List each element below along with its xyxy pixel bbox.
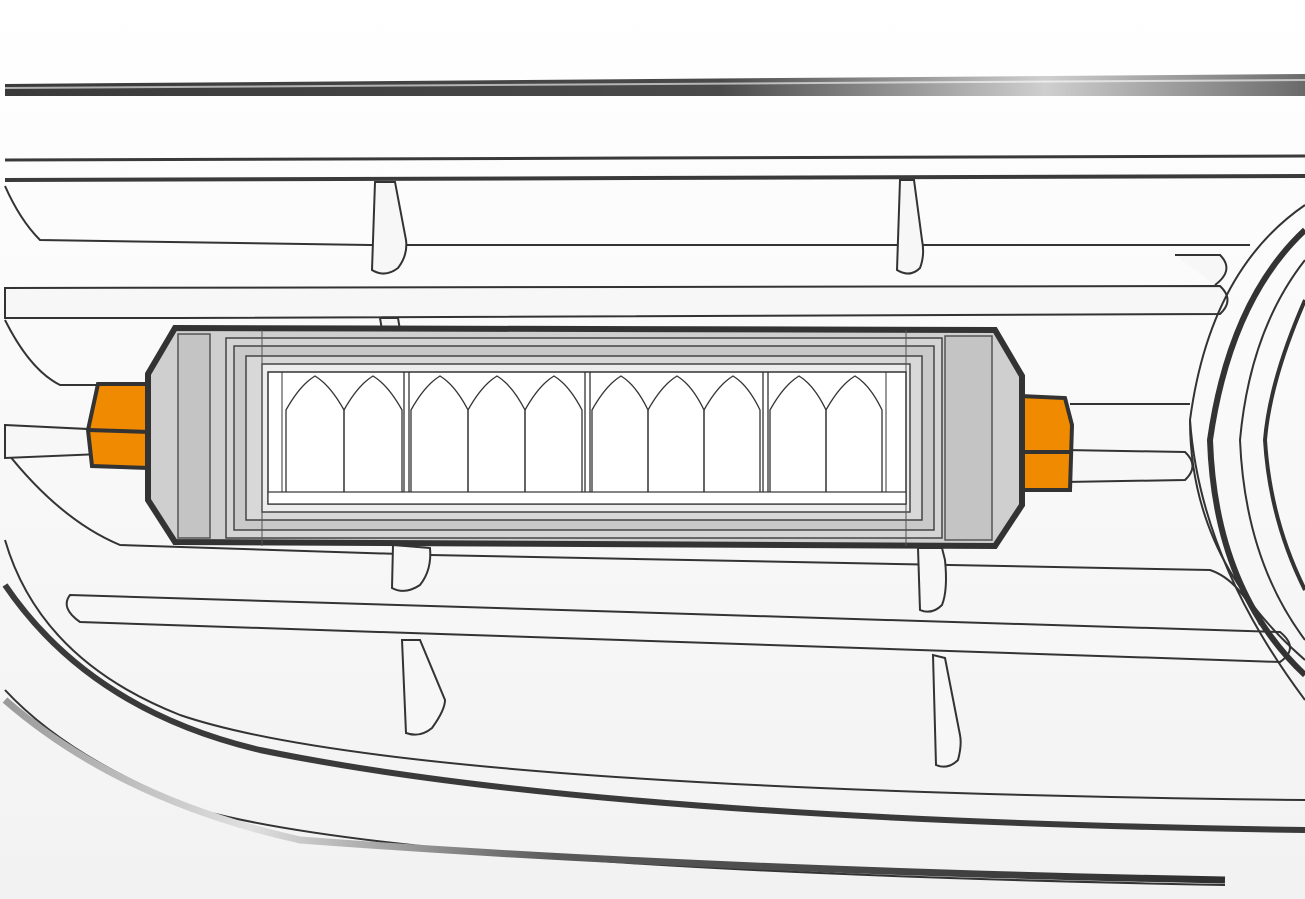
grille-bar xyxy=(65,593,1291,664)
fin xyxy=(370,181,408,275)
grille-bar xyxy=(1175,254,1228,286)
left-mounting-bracket xyxy=(85,382,152,471)
led-reflector-cells xyxy=(285,375,883,492)
led-module-dividers xyxy=(403,372,769,492)
reflector-cell xyxy=(591,375,649,492)
fin xyxy=(390,543,432,592)
reflector-cell xyxy=(825,375,883,492)
grille-bar xyxy=(1064,448,1194,484)
fin xyxy=(916,547,947,613)
grille-bar xyxy=(4,284,1229,319)
headlight-rings xyxy=(1188,204,1305,701)
right-mounting-bracket xyxy=(1018,393,1075,492)
reflector-cell xyxy=(467,375,526,492)
light-bar-lens xyxy=(267,371,907,505)
reflector-cell xyxy=(703,375,761,492)
reflector-cell xyxy=(524,375,583,492)
top-chrome-trim xyxy=(4,74,1305,182)
led-light-bar xyxy=(145,324,1025,550)
reflector-cell xyxy=(647,375,705,492)
fin xyxy=(895,179,925,275)
grille-frame xyxy=(2,185,1305,886)
fin xyxy=(931,653,962,768)
reflector-cell xyxy=(285,375,345,492)
reflector-cell xyxy=(769,375,827,492)
grille-fins xyxy=(370,179,962,768)
reflector-cell xyxy=(410,375,469,492)
grille-bars xyxy=(4,254,1291,664)
reflector-cell xyxy=(343,375,403,492)
fin xyxy=(400,639,447,736)
